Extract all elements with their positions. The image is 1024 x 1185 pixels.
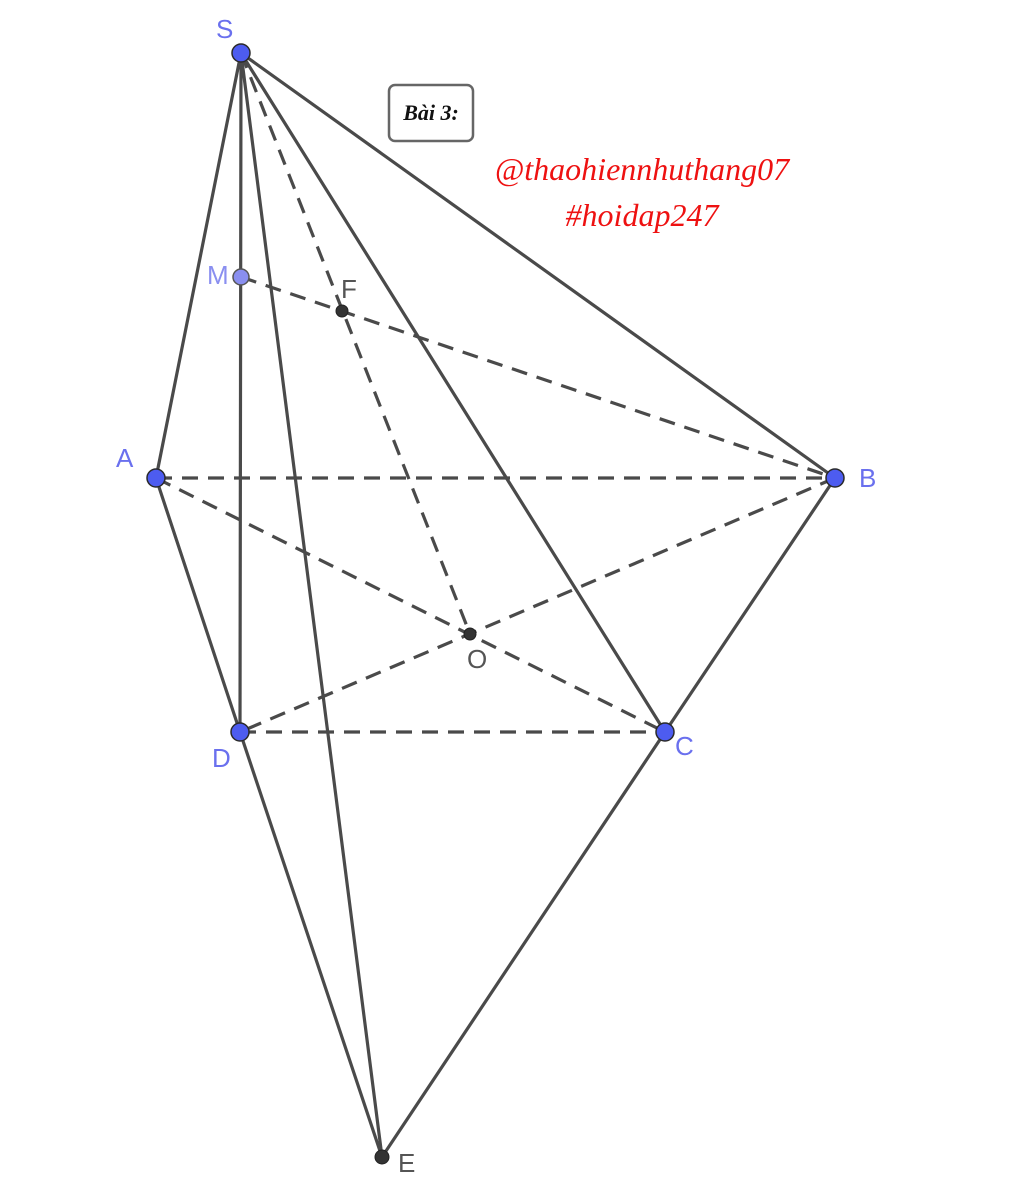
point-F <box>335 304 349 318</box>
label-M: M <box>207 260 229 290</box>
label-S: S <box>216 14 233 44</box>
label-B: B <box>859 463 876 493</box>
label-E: E <box>398 1148 415 1178</box>
point-labels: S M F A B O D C E <box>116 14 876 1178</box>
point-S <box>231 43 251 63</box>
segment-BD <box>239 476 836 734</box>
segment-SB <box>239 51 837 480</box>
credit: @thaohiennhuthang07 #hoidap247 <box>495 151 791 233</box>
point-D <box>230 722 250 742</box>
title-text: Bài 3: <box>402 100 459 125</box>
label-O: O <box>467 644 487 674</box>
point-O <box>463 627 477 641</box>
title-box: Bài 3: <box>387 83 475 143</box>
label-A: A <box>116 443 134 473</box>
segment-DE <box>238 730 384 1159</box>
segment-SO <box>239 52 472 635</box>
point-E <box>374 1149 390 1165</box>
segment-SE <box>239 51 384 1159</box>
segment-SD <box>238 51 243 734</box>
label-C: C <box>675 731 694 761</box>
segment-CE <box>380 730 667 1159</box>
label-D: D <box>212 743 231 773</box>
point-M <box>232 268 250 286</box>
segment-AD <box>154 476 242 734</box>
point-B <box>825 468 845 488</box>
segment-AC <box>155 476 666 734</box>
segment-SC <box>239 51 667 734</box>
visible-segments <box>154 51 837 1159</box>
points <box>146 43 845 1165</box>
point-C <box>655 722 675 742</box>
segment-BC <box>663 476 837 734</box>
label-F: F <box>341 274 357 304</box>
point-A <box>146 468 166 488</box>
segment-MB <box>240 275 836 480</box>
segment-SA <box>154 51 243 480</box>
credit-line-2: #hoidap247 <box>566 197 721 233</box>
credit-line-1: @thaohiennhuthang07 <box>495 151 791 187</box>
